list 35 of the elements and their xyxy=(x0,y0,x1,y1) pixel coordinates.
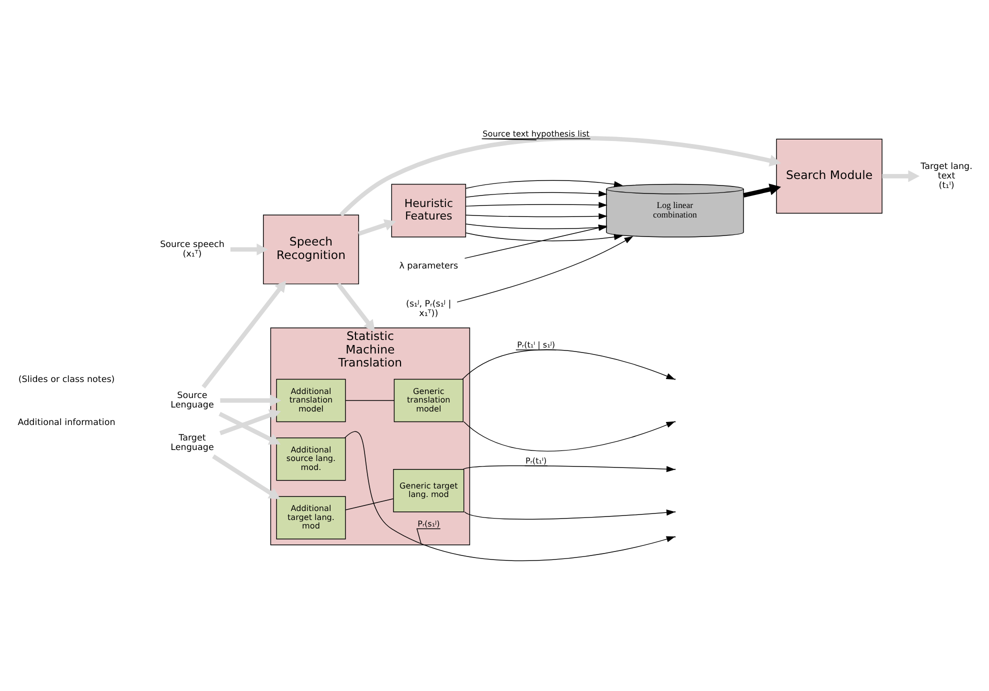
arrow xyxy=(218,409,280,436)
arrow xyxy=(464,190,607,198)
arrow xyxy=(462,421,675,452)
node-text: λ parameters xyxy=(398,262,458,272)
node-text: Source Lenguage xyxy=(170,391,214,411)
arrow xyxy=(338,136,781,217)
arrow xyxy=(230,244,268,256)
node-text: (s₁ᴶ, Pᵣ(s₁ᴶ | x₁ᵀ)) xyxy=(406,299,451,319)
arrow xyxy=(336,282,374,332)
node-box: Speech Recognition xyxy=(262,214,359,284)
arrow xyxy=(742,184,781,198)
arrow xyxy=(464,232,622,242)
arrow xyxy=(218,412,280,445)
arrow xyxy=(464,202,607,208)
node-text: Target Lenguage xyxy=(170,434,214,454)
node-text: Target lang. text (t₁ᴵ) xyxy=(920,162,972,191)
label: Additional information xyxy=(17,418,115,428)
arrow xyxy=(464,213,607,220)
arrow xyxy=(456,236,633,302)
arrow xyxy=(201,280,286,388)
arrow xyxy=(344,431,675,562)
connector xyxy=(344,400,394,401)
arrow xyxy=(464,180,622,189)
arrow xyxy=(882,170,920,182)
arrow xyxy=(462,465,675,472)
node-box: Search Module xyxy=(776,138,882,214)
connector xyxy=(344,498,394,510)
node-box: Heuristic Features xyxy=(390,184,466,238)
node-text: Source speech (x₁ᵀ) xyxy=(160,240,224,260)
arrow xyxy=(462,349,675,380)
label: (Slides or class notes) xyxy=(18,375,114,386)
arrow xyxy=(464,509,675,520)
arrow xyxy=(212,454,280,500)
arrow xyxy=(220,394,281,406)
arrow xyxy=(357,219,396,236)
